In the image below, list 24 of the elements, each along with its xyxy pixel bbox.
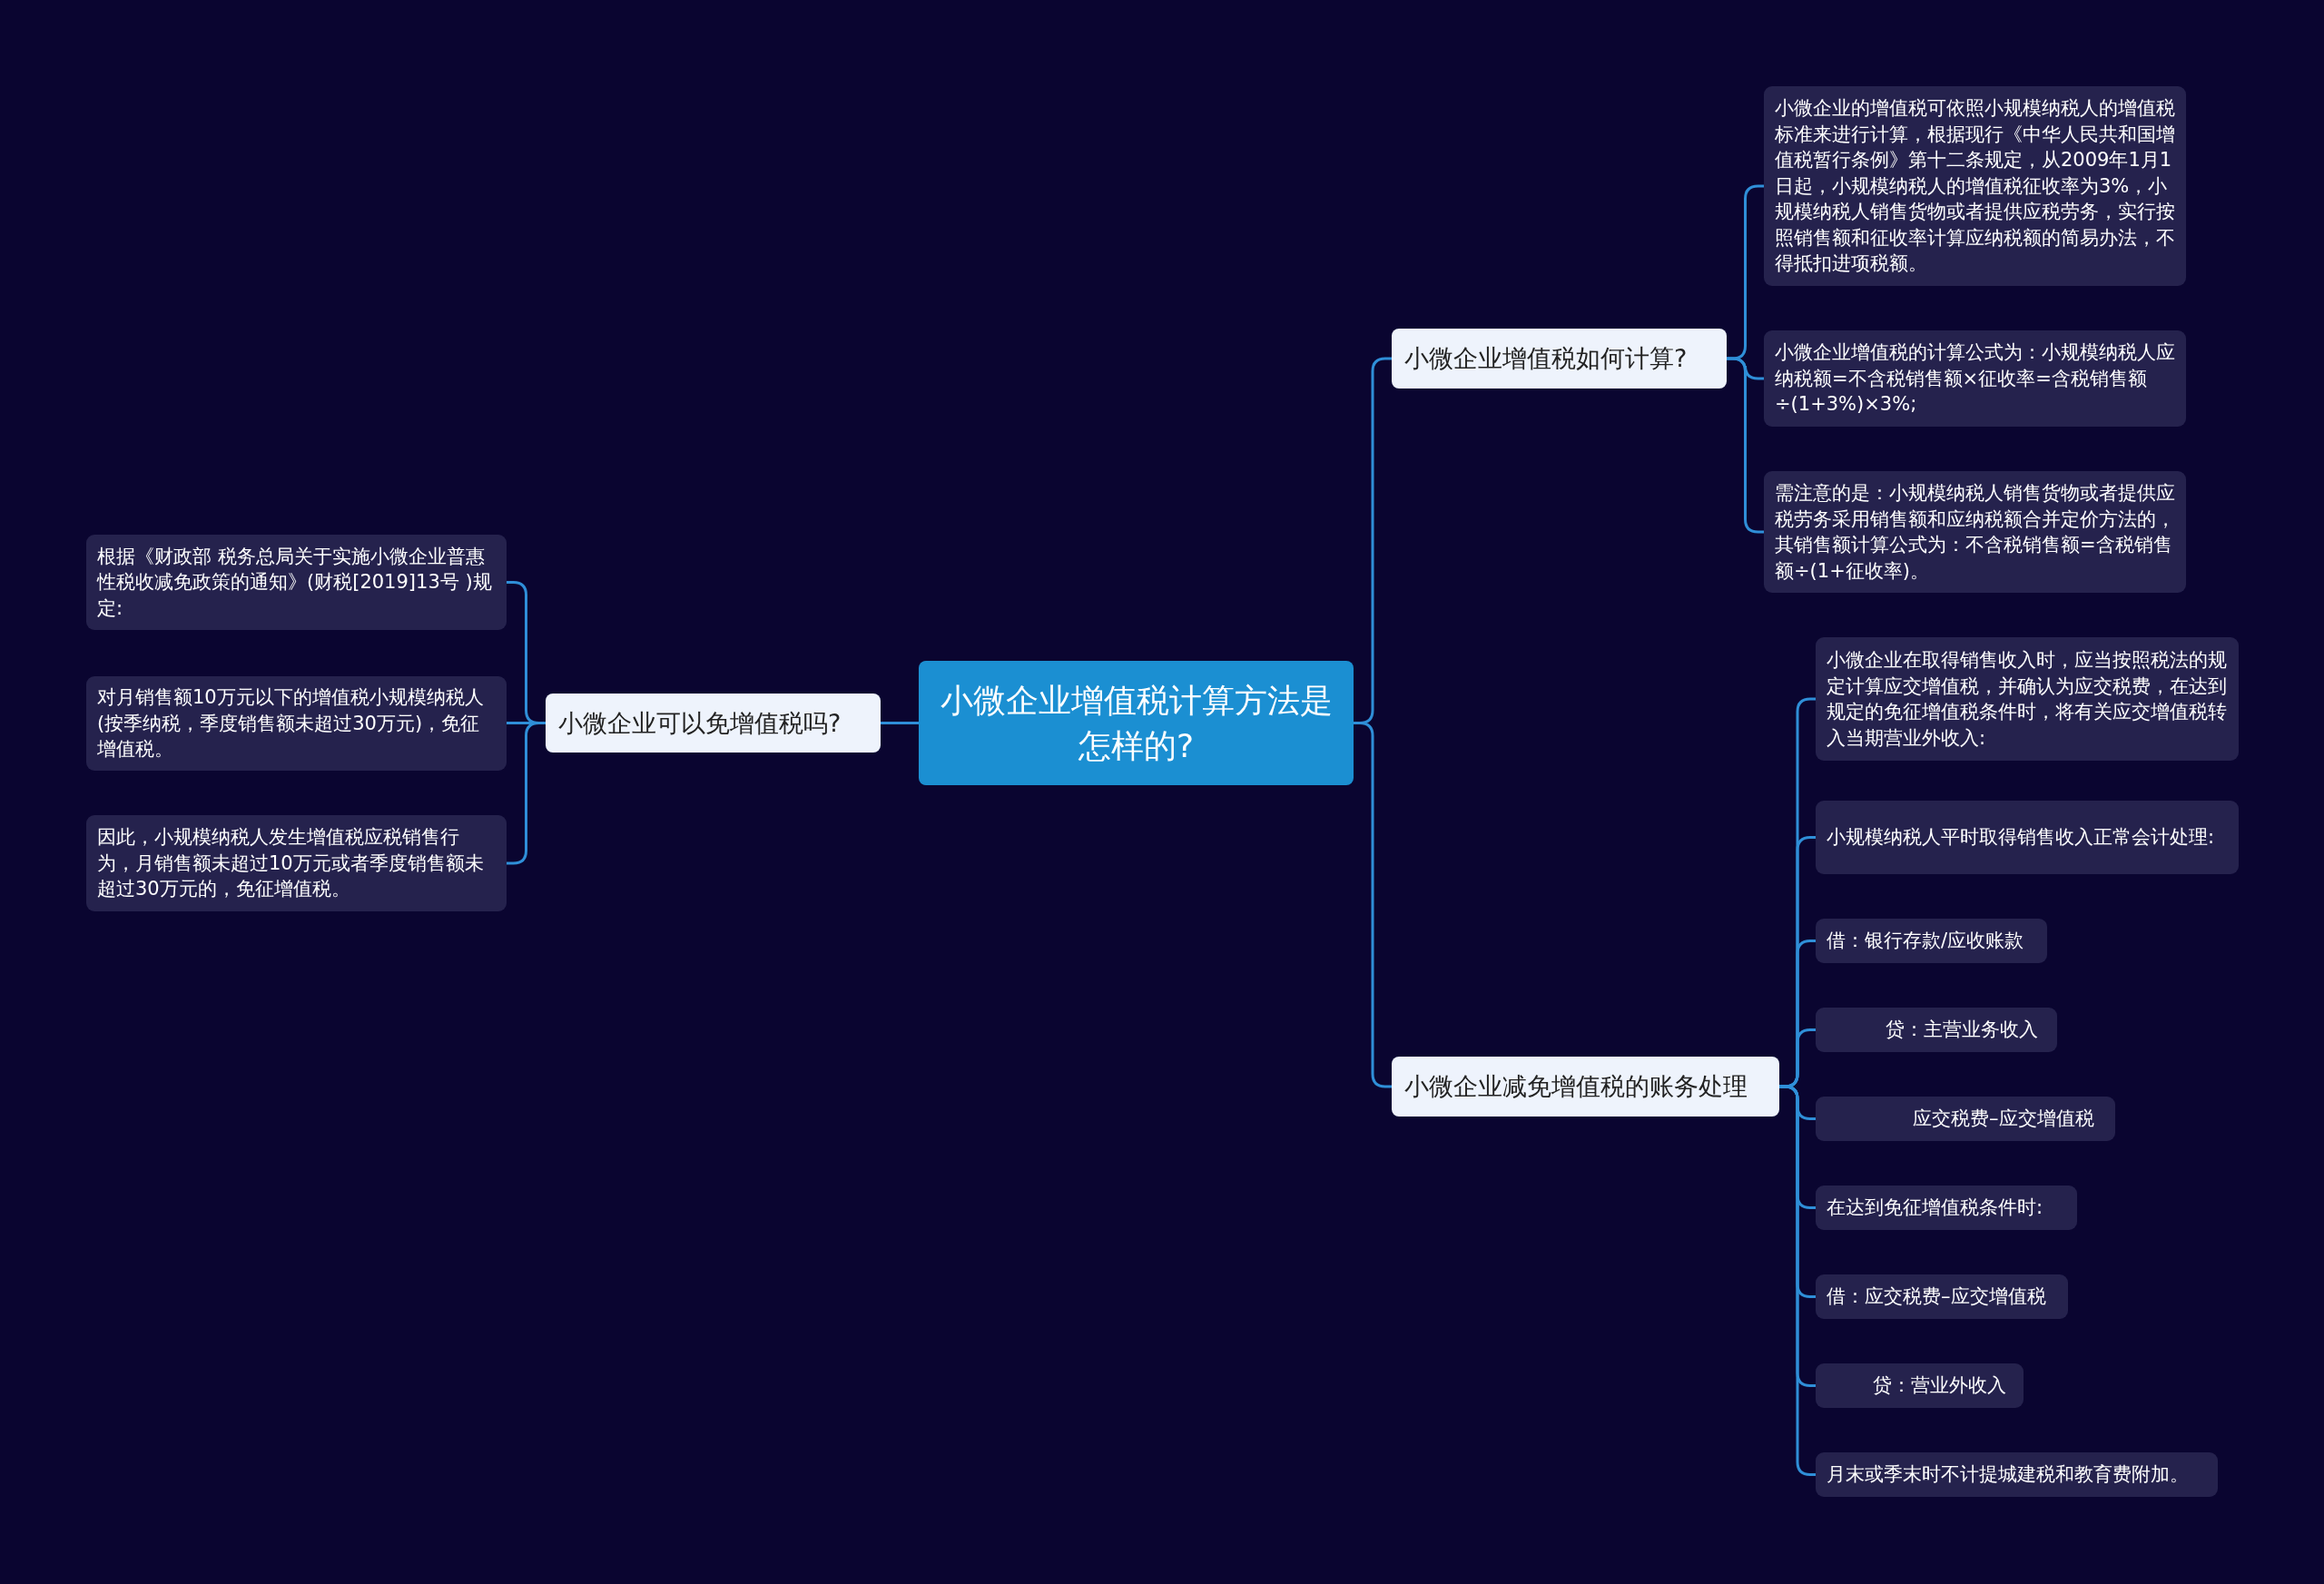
branch-box: 小微企业增值税如何计算? — [1392, 329, 1727, 389]
note-box: 借：银行存款/应收账款 — [1816, 919, 2047, 963]
branch-box: 小微企业可以免增值税吗? — [546, 694, 881, 753]
note-box: 小微企业在取得销售收入时，应当按照税法的规定计算应交增值税，并确认为应交税费，在达到规定的免征增值税条件时，将有关应交增值税转入当期营业外收入: — [1816, 637, 2239, 761]
note-box: 在达到免征增值税条件时: — [1816, 1186, 2077, 1230]
connector-line — [881, 722, 919, 724]
branch-box: 小微企业减免增值税的账务处理 — [1392, 1057, 1779, 1117]
note-box: 小微企业增值税的计算公式为：小规模纳税人应纳税额=不含税销售额×征收率=含税销售额÷(1+3%)×3%; — [1764, 330, 2186, 427]
note-box: 应交税费–应交增值税 — [1816, 1097, 2115, 1141]
note-box: 因此，小规模纳税人发生增值税应税销售行为，月销售额未超过10万元或者季度销售额未超过30万元的，免征增值税。 — [86, 815, 507, 911]
connector-line — [1727, 357, 1764, 534]
note-box: 对月销售额10万元以下的增值税小规模纳税人(按季纳税，季度销售额未超过30万元)，免征增值税。 — [86, 676, 507, 771]
note-box: 小规模纳税人平时取得销售收入正常会计处理: — [1816, 801, 2239, 874]
topic-box: 小微企业增值税计算方法是怎样的? — [919, 661, 1354, 785]
connector-line — [1354, 722, 1392, 1088]
note-box: 贷：营业外收入 — [1816, 1363, 2024, 1408]
connector-line — [1779, 1085, 1816, 1476]
note-box: 借：应交税费–应交增值税 — [1816, 1274, 2068, 1319]
note-box: 需注意的是：小规模纳税人销售货物或者提供应税劳务采用销售额和应纳税额合并定价方法的，其销售额计算公式为：不含税销售额=含税销售额÷(1+征收率)。 — [1764, 471, 2186, 593]
note-box: 月末或季末时不计提城建税和教育费附加。 — [1816, 1452, 2218, 1497]
note-box: 根据《财政部 税务总局关于实施小微企业普惠性税收减免政策的通知》(财税[2019]13号 )规定: — [86, 535, 507, 630]
note-box: 小微企业的增值税可依照小规模纳税人的增值税标准来进行计算，根据现行《中华人民共和国增值税暂行条例》第十二条规定，从2009年1月1日起，小规模纳税人的增值税征收率为3%，小规模纳税人销售货物或者提供应税劳务，实行按照销售额和征收率计算应纳税额的简易办法，不得抵扣进项税额。 — [1764, 86, 2186, 286]
note-box: 贷：主营业务收入 — [1816, 1008, 2057, 1052]
connector-line — [507, 722, 546, 865]
